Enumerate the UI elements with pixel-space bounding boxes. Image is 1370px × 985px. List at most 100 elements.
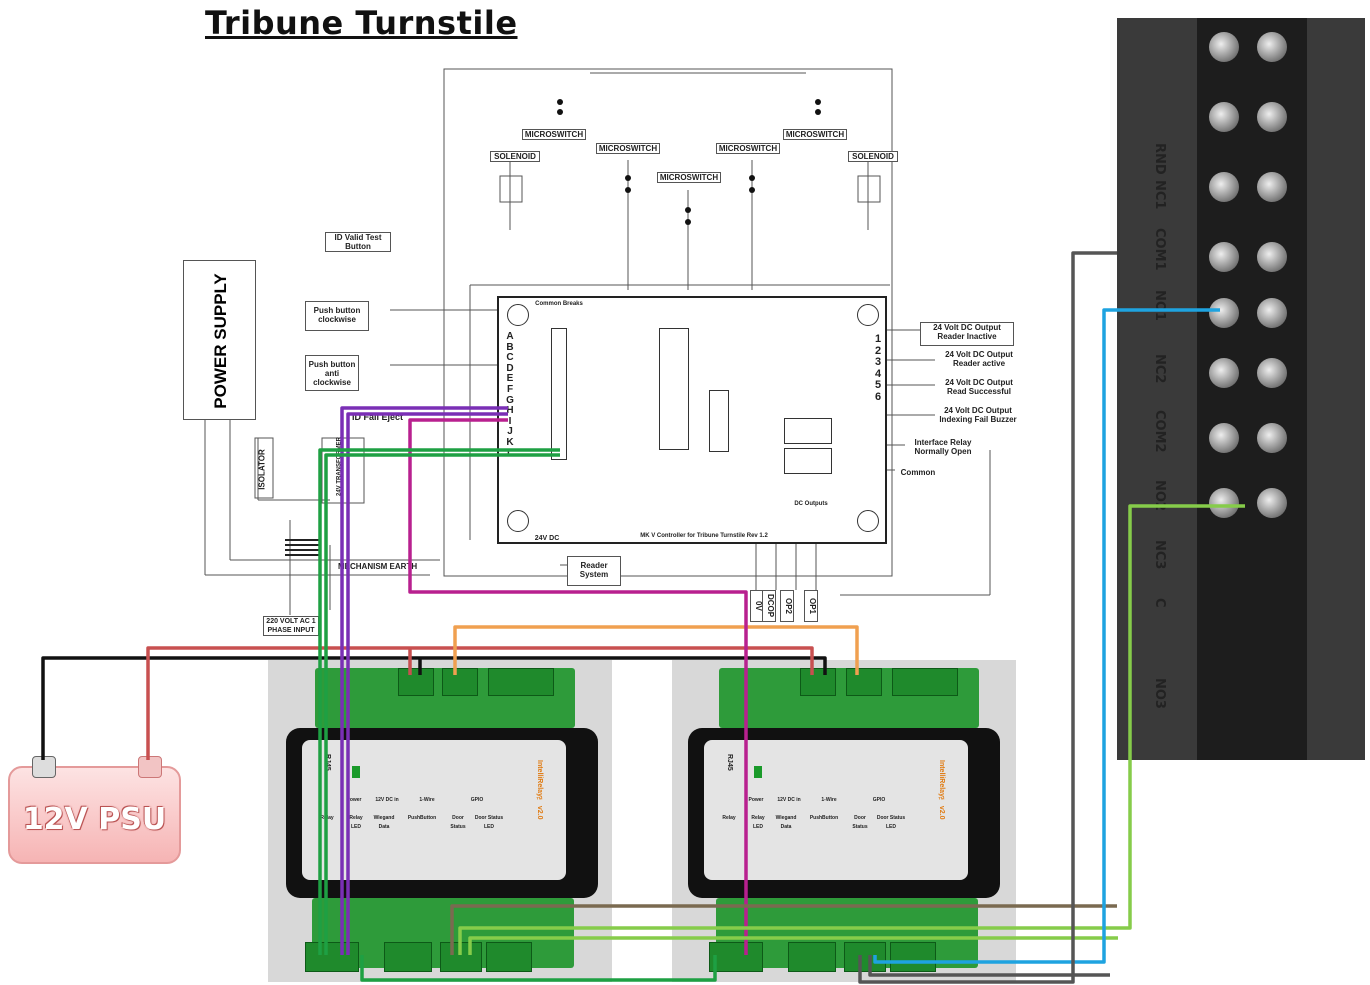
relay-2-dcin-label: 12V DC in [777, 797, 801, 803]
connector-block [551, 328, 567, 460]
relay-1-relayled-label: Relay LED [349, 815, 363, 830]
relay-1-wiegand-terminal [384, 942, 432, 972]
row-4: 4 [874, 367, 882, 380]
reader-system-label: Reader System [567, 556, 621, 586]
relay-2-gpio-terminal [892, 668, 958, 696]
solenoid-label-2: SOLENOID [848, 151, 898, 162]
purple-wire [340, 406, 508, 955]
terminal-screw [1209, 358, 1239, 388]
microcontroller-chip [659, 328, 689, 450]
row-6: 6 [874, 390, 882, 403]
relay-2-relayled-label: Relay LED [751, 815, 765, 830]
terminal-screw [1209, 242, 1239, 272]
red-wire [146, 646, 814, 760]
relay-2-doorstatus-label: Door Status [852, 815, 868, 830]
id-fail-eject-label: ID Fail Eject [352, 412, 404, 422]
terminal-screw [1209, 172, 1239, 202]
controller-fuse-label: Common Breaks [535, 301, 583, 307]
push-button-clockwise-label: Push button clockwise [305, 301, 369, 331]
lightgreen-wire [468, 936, 1118, 955]
terminal-screw [1257, 242, 1287, 272]
relay-2-power-terminal [800, 668, 836, 696]
relay-1-power-terminal [398, 668, 434, 696]
relay-2-face: RJ45 Power 12V DC in 1-Wire GPIO Relay R… [704, 740, 968, 880]
id-valid-test-button-label: ID Valid Test Button [325, 232, 391, 252]
relay-1-relay-terminal [305, 942, 359, 972]
common-label: Common [900, 468, 936, 477]
row-a: A [506, 331, 514, 342]
microswitch-label-2: MICROSWITCH [596, 143, 660, 154]
brown-wire [450, 904, 1117, 955]
terminal-screw [1257, 423, 1287, 453]
row-h: H [506, 405, 514, 417]
relay-1-power-label: Power [346, 797, 362, 803]
relay-1-doorstatus-label: Door Status [450, 815, 466, 830]
relay-1-pushbutton-label: PushButton [407, 815, 437, 821]
terminal-screw [1209, 488, 1239, 518]
controller-board: Common Breaks MK V Controller for Tribun… [497, 296, 887, 544]
row-j: J [507, 426, 513, 438]
row-d: D [506, 362, 514, 374]
microswitch-label-1: MICROSWITCH [522, 129, 586, 140]
push-button-anticlockwise-label: Push button anti clockwise [305, 355, 359, 391]
tag-op2: OP2 [780, 590, 794, 622]
magenta-wire [408, 418, 748, 955]
terminal-screw [1257, 298, 1287, 328]
row-c: C [506, 352, 514, 364]
purple-wire [346, 412, 508, 955]
mains-input-label: 220 VOLT AC 1 PHASE INPUT [263, 616, 319, 636]
terminal-screw [1209, 102, 1239, 132]
relay-1-gpio-terminal [488, 668, 554, 696]
row-2: 2 [874, 344, 882, 357]
relay-1-doorled-label: Door Status LED [474, 815, 504, 830]
relay-2-power-label: Power [748, 797, 764, 803]
relay-2-doorled-label: Door Status LED [876, 815, 906, 830]
row-k: K [506, 436, 514, 448]
relay-rl2 [784, 418, 832, 444]
relay-2-wiegand-terminal [788, 942, 836, 972]
relay-1-dcin-label: 12V DC in [375, 797, 399, 803]
psu-12v: 12V PSU [8, 766, 181, 864]
row-5: 5 [874, 379, 882, 391]
relay-2-relay-label: Relay [722, 815, 736, 821]
microswitch-label-5: MICROSWITCH [783, 129, 847, 140]
relay-1-door-terminal [486, 942, 532, 972]
relay-1-gpio-label: GPIO [470, 797, 484, 803]
driver-chip [709, 390, 729, 452]
relay-2-onewire-label: 1-Wire [821, 797, 837, 803]
interface-relay-label: Interface Relay Normally Open [914, 438, 972, 456]
terminal-strip [1197, 18, 1307, 760]
grey-wire [858, 251, 1117, 984]
relay-2-wiegand-label: Wiegand Data [775, 815, 797, 830]
relay-1-led [352, 766, 360, 778]
relay-1-onewire-terminal [442, 668, 478, 696]
relay-2-rj45: RJ45 [726, 754, 733, 771]
green-wire [324, 453, 560, 955]
relay-rl1 [784, 448, 832, 474]
row-i: I [508, 415, 512, 427]
left-terminal-rows: A B C D E F G H I J K L [503, 331, 517, 459]
right-terminal-rows: 1 2 3 4 5 6 [871, 333, 885, 403]
row-f: F [506, 383, 514, 395]
blue-wire [873, 308, 1220, 964]
psu-positive-terminal [138, 756, 162, 778]
relay-1-wiegand-label: Wiegand Data [373, 815, 395, 830]
row-1: 1 [874, 333, 882, 345]
green-wire [318, 448, 560, 955]
mount-hole [857, 304, 879, 326]
microswitch-label-3: MICROSWITCH [657, 172, 721, 183]
terminal-screw [1257, 32, 1287, 62]
mount-hole [507, 510, 529, 532]
terminal-screw [1209, 423, 1239, 453]
row-g: G [506, 394, 514, 406]
diagram-title: Tribune Turnstile [205, 4, 518, 42]
terminal-screw [1257, 488, 1287, 518]
green-wire [360, 955, 717, 982]
relay-2-relay-terminal [709, 942, 763, 972]
terminal-screw [1257, 102, 1287, 132]
terminal-screw [1209, 32, 1239, 62]
output-indexing-fail-label: 24 Volt DC Output Indexing Fail Buzzer [939, 406, 1017, 424]
